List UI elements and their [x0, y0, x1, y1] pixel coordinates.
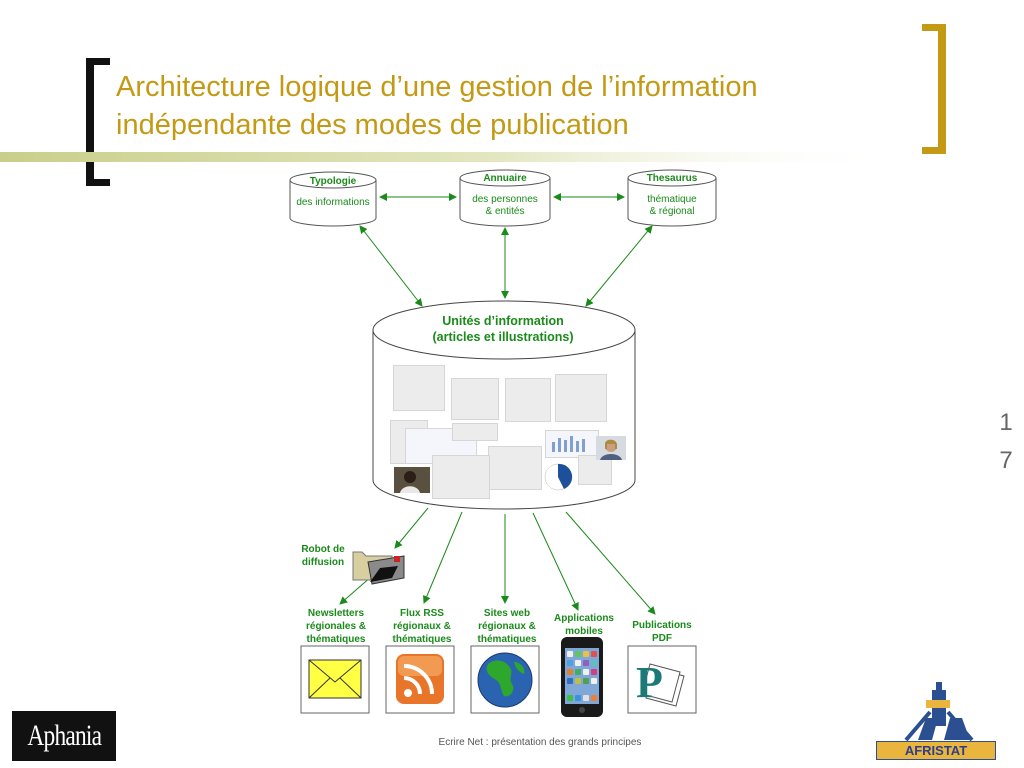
db-thesaurus-label: Thesaurus thématique & régional: [628, 173, 716, 218]
newsletters-label-line1: Newsletters: [307, 608, 365, 619]
rss-label-line1: Flux RSS: [400, 608, 444, 619]
aphania-logo: Aphania: [12, 711, 116, 761]
db-thesaurus-title: Thesaurus: [646, 173, 698, 184]
page-title-line2: indépendante des modes de publication: [116, 109, 629, 141]
photo-thumbnail: [394, 467, 430, 493]
apps-label-line1: Applications: [553, 613, 614, 624]
slide-number-line1: 1: [999, 409, 1013, 436]
center-unit-title: Unités d’information (articles et illust…: [380, 313, 626, 345]
newsletters-label-line2: régionales &: [305, 621, 367, 632]
rss-feeds-label: Flux RSS régionaux & thématiques: [382, 607, 462, 646]
db-thesaurus-subtitle-line1: thématique: [647, 194, 697, 205]
robot-label-line1: Robot de: [301, 544, 345, 555]
rss-label-line3: thématiques: [392, 634, 452, 645]
pdf-publication-icon: P: [636, 658, 685, 707]
slide-number: 1 7: [994, 404, 1018, 480]
article-thumbnail: [393, 365, 445, 411]
envelope-icon: [308, 659, 362, 699]
arrow-center-robot: [394, 507, 429, 549]
db-annuaire-subtitle-line1: des personnes: [472, 194, 538, 205]
pdf-publications-label: Publications PDF: [622, 619, 702, 645]
arrow-center-rss: [423, 511, 463, 604]
portrait-photo-thumbnail: [596, 436, 626, 460]
robot-label-line2: diffusion: [301, 557, 345, 568]
arrow-thesaurus-center: [585, 225, 653, 307]
right-bracket-decoration: [922, 24, 946, 154]
article-thumbnail: [578, 455, 612, 485]
mobile-apps-label: Applications mobiles: [544, 612, 624, 638]
rss-label-line2: régionaux &: [393, 621, 451, 632]
aphania-logo-text: Aphania: [27, 719, 102, 752]
page-title: Architecture logique d’une gestion de l’…: [116, 68, 906, 144]
apps-label-line2: mobiles: [565, 626, 603, 637]
websites-label: Sites web régionaux & thématiques: [467, 607, 547, 646]
db-annuaire-label: Annuaire des personnes & entités: [460, 173, 550, 218]
db-typologie-cylinder: [289, 171, 377, 227]
db-thesaurus-subtitle-line2: & régional: [649, 206, 695, 217]
newsletters-label: Newsletters régionales & thématiques: [296, 607, 376, 646]
rss-icon: [396, 654, 444, 704]
page-title-line1: Architecture logique d’une gestion de l’…: [116, 71, 758, 103]
slide-footer: Ecrire Net : présentation des grands pri…: [438, 737, 642, 748]
newsletters-label-line3: thématiques: [306, 634, 366, 645]
title-divider-bar: [0, 152, 900, 162]
pdf-label-line2: PDF: [652, 633, 672, 644]
afristat-logo-text: AFRISTAT: [876, 741, 996, 760]
sites-label-line2: régionaux &: [478, 621, 536, 632]
left-bracket-decoration: [86, 58, 110, 186]
db-annuaire-subtitle-line2: & entités: [485, 206, 525, 217]
db-typologie-title: Typologie: [309, 176, 357, 187]
globe-icon: [477, 652, 533, 708]
center-title-line1: Unités d’information: [442, 314, 564, 328]
slide-number-line2: 7: [999, 447, 1013, 474]
svg-text:P: P: [636, 658, 663, 707]
arrow-center-apps: [532, 512, 579, 611]
article-thumbnail: [451, 378, 499, 420]
sites-label-line3: thématiques: [477, 634, 537, 645]
sites-label-line1: Sites web: [483, 608, 531, 619]
article-thumbnail: [452, 423, 498, 441]
afristat-logo-icon: [904, 682, 974, 742]
article-thumbnail: [555, 374, 607, 422]
pdf-label-line1: Publications: [632, 620, 692, 631]
arrow-robot-newsletters: [339, 575, 373, 605]
db-typologie-subtitle: des informations: [296, 197, 370, 208]
pie-chart-thumbnail: [544, 463, 573, 491]
db-thesaurus-cylinder: [627, 169, 717, 227]
article-thumbnail: [432, 455, 490, 499]
arrow-center-pdf: [565, 511, 656, 615]
robot-folder-icon: [352, 551, 405, 585]
article-thumbnail: [505, 378, 551, 422]
db-typologie-label: Typologie des informations: [290, 176, 376, 209]
db-annuaire-title: Annuaire: [483, 173, 527, 184]
center-title-line2: (articles et illustrations): [432, 330, 574, 344]
bar-chart-thumbnail: [552, 436, 585, 452]
robot-diffusion-label: Robot de diffusion: [293, 543, 353, 569]
mobile-phone-icon: [561, 637, 603, 717]
arrow-typologie-center: [359, 225, 423, 307]
article-thumbnail: [488, 446, 542, 490]
db-annuaire-cylinder: [459, 169, 551, 227]
